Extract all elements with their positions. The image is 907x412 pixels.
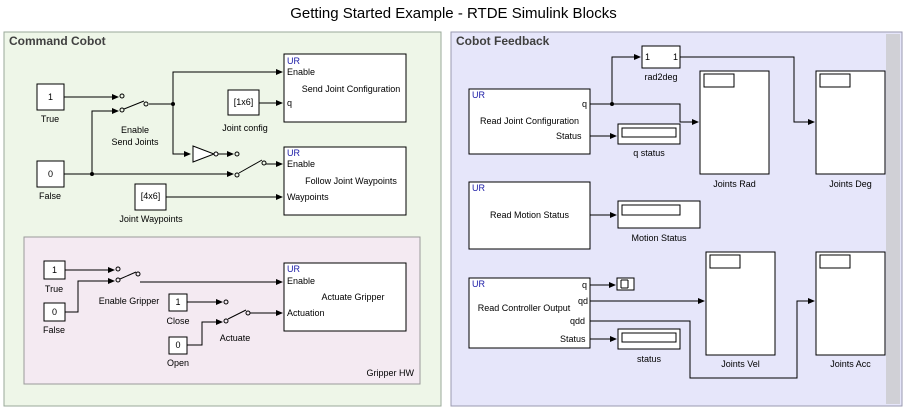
cobot-feedback-area-title: Cobot Feedback bbox=[456, 34, 550, 48]
follow-joint-port-enable: Enable bbox=[287, 159, 316, 169]
read-motion-name: Read Motion Status bbox=[489, 210, 570, 220]
send-joint-ur-tag: UR bbox=[287, 56, 300, 66]
enable-send-joints-switch[interactable] bbox=[119, 93, 149, 113]
junction-dot bbox=[171, 102, 175, 106]
gripper-const-true-label: True bbox=[44, 284, 64, 294]
read-controller-output-block[interactable] bbox=[468, 277, 591, 349]
joint-waypoints-block[interactable] bbox=[134, 183, 167, 211]
follow-waypoints-switch[interactable] bbox=[234, 151, 267, 178]
read-joint-port-status: Status bbox=[556, 131, 582, 141]
close-const-value: 1 bbox=[175, 297, 181, 307]
q-status-label: q status bbox=[633, 148, 665, 158]
follow-joint-port-waypoints: Waypoints bbox=[287, 192, 329, 202]
follow-joint-waypoints-block[interactable] bbox=[283, 146, 407, 216]
feedback-wires bbox=[590, 54, 815, 379]
joints-acc-scope[interactable] bbox=[815, 251, 886, 356]
read-controller-port-qdd: qdd bbox=[570, 316, 586, 326]
follow-joint-ur-tag: UR bbox=[287, 148, 300, 158]
open-const-label: Open bbox=[166, 358, 190, 368]
read-controller-port-status: Status bbox=[560, 334, 586, 344]
q-status-display-inner bbox=[621, 127, 677, 138]
motion-status-display-inner bbox=[621, 204, 681, 216]
gripper-const-false-value: 0 bbox=[51, 307, 57, 317]
actuate-gripper-block[interactable] bbox=[283, 262, 407, 332]
command-cobot-area-title: Command Cobot bbox=[9, 34, 106, 48]
joints-rad-scope[interactable] bbox=[699, 70, 770, 175]
status-display-inner bbox=[621, 332, 677, 343]
open-const-value: 0 bbox=[175, 340, 181, 350]
const-false-block[interactable] bbox=[36, 160, 65, 188]
close-const-label: Close bbox=[166, 316, 190, 326]
follow-joint-name: Follow Joint Waypoints bbox=[305, 176, 397, 186]
const-false-value: 0 bbox=[47, 169, 53, 179]
joints-deg-label: Joints Deg bbox=[829, 179, 872, 189]
read-motion-ur-tag: UR bbox=[472, 183, 485, 193]
joints-vel-scope[interactable] bbox=[705, 251, 776, 356]
const-true-value: 1 bbox=[47, 92, 53, 102]
read-motion-status-block[interactable] bbox=[468, 181, 591, 250]
send-joint-name: Send Joint Configuration bbox=[301, 84, 401, 94]
diagram-title: Getting Started Example - RTDE Simulink … bbox=[290, 5, 617, 22]
enable-send-joints-label: Enable Send Joints bbox=[111, 125, 159, 147]
actuate-gripper-port-enable: Enable bbox=[287, 276, 316, 286]
not-gate[interactable] bbox=[192, 145, 219, 163]
enable-gripper-label: Enable Gripper bbox=[98, 296, 160, 306]
actuate-switch[interactable] bbox=[223, 299, 251, 324]
command-wires bbox=[64, 69, 283, 200]
joint-config-value: [1x6] bbox=[233, 97, 254, 107]
send-joint-port-q: q bbox=[287, 98, 293, 108]
joints-rad-scope-screen bbox=[703, 73, 735, 88]
actuate-gripper-name: Actuate Gripper bbox=[321, 292, 385, 302]
const-true-label: True bbox=[40, 114, 60, 124]
gripper-const-false-label: False bbox=[42, 325, 65, 335]
joints-deg-scope[interactable] bbox=[815, 70, 886, 175]
joints-rad-label: Joints Rad bbox=[713, 179, 756, 189]
joints-deg-scope-screen bbox=[819, 73, 851, 88]
read-joint-port-q: q bbox=[582, 99, 588, 109]
rad2deg-label: rad2deg bbox=[644, 72, 678, 82]
joint-waypoints-label: Joint Waypoints bbox=[119, 214, 183, 224]
actuate-switch-label: Actuate bbox=[219, 333, 251, 343]
status-label: status bbox=[636, 354, 661, 364]
terminator-block[interactable] bbox=[616, 277, 635, 291]
junction-dot bbox=[90, 172, 94, 176]
send-joint-config-block[interactable] bbox=[283, 53, 407, 123]
gripper-hw-area-title: Gripper HW bbox=[366, 368, 414, 378]
read-joint-name: Read Joint Configuration bbox=[479, 116, 580, 126]
read-joint-ur-tag: UR bbox=[472, 90, 485, 100]
joints-vel-scope-screen bbox=[709, 254, 741, 269]
read-controller-ur-tag: UR bbox=[472, 279, 485, 289]
rad2deg-out-port: 1 bbox=[673, 52, 679, 62]
junction-dot bbox=[610, 102, 614, 106]
motion-status-label: Motion Status bbox=[631, 233, 687, 243]
actuate-gripper-port-actuation: Actuation bbox=[287, 308, 325, 318]
joint-config-label: Joint config bbox=[222, 123, 268, 133]
joints-acc-scope-screen bbox=[819, 254, 851, 269]
feedback-scroll-strip bbox=[886, 34, 900, 404]
actuate-gripper-ur-tag: UR bbox=[287, 264, 300, 274]
read-controller-port-q: q bbox=[582, 280, 588, 290]
gripper-const-true-value: 1 bbox=[51, 265, 57, 275]
read-controller-port-qd: qd bbox=[578, 296, 589, 306]
gripper-wires bbox=[65, 267, 283, 346]
joints-vel-label: Joints Vel bbox=[721, 359, 760, 369]
joints-acc-label: Joints Acc bbox=[830, 359, 871, 369]
send-joint-port-enable: Enable bbox=[287, 67, 316, 77]
read-joint-config-block[interactable] bbox=[468, 88, 591, 155]
rad2deg-in-port: 1 bbox=[645, 52, 651, 62]
const-false-label: False bbox=[38, 191, 61, 201]
enable-gripper-switch[interactable] bbox=[115, 266, 141, 283]
joint-config-block[interactable] bbox=[227, 89, 260, 116]
joint-waypoints-value: [4x6] bbox=[140, 191, 161, 201]
read-controller-name: Read Controller Output bbox=[477, 303, 571, 313]
